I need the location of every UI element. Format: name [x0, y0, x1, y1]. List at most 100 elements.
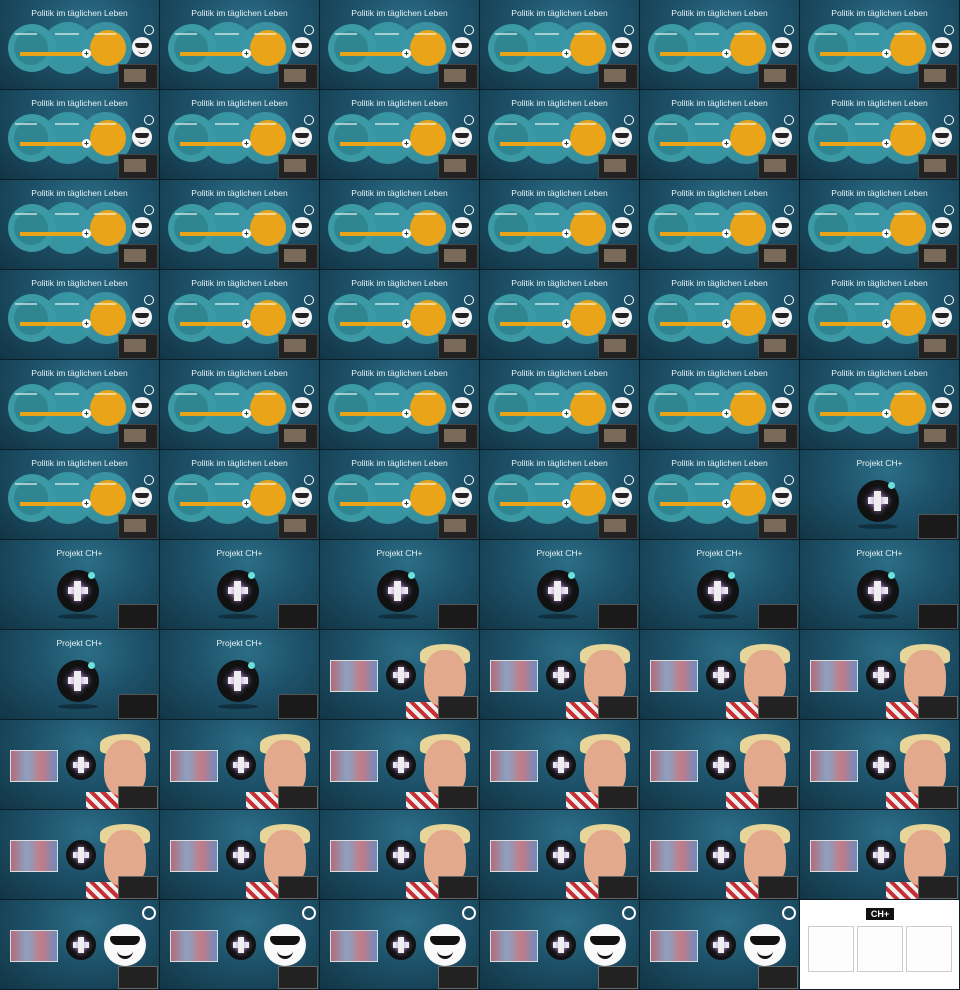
sunglasses-icon — [775, 133, 789, 138]
slide-thumbnail[interactable]: Projekt CH+ — [0, 540, 159, 629]
slide-thumbnail[interactable]: Politik im täglichen Leben+ — [320, 360, 479, 449]
venn-label-line — [414, 33, 436, 35]
slide-thumbnail[interactable]: Politik im täglichen Leben+ — [0, 180, 159, 269]
slide-thumbnail[interactable]: Politik im täglichen Leben+ — [0, 360, 159, 449]
slide-thumbnail[interactable]: Politik im täglichen Leben+ — [0, 450, 159, 539]
plus-logo-icon: + — [82, 139, 91, 148]
slide-thumbnail[interactable]: Politik im täglichen Leben+ — [160, 360, 319, 449]
speaker-video-thumbnail — [598, 966, 638, 989]
slide-thumbnail[interactable]: Politik im täglichen Leben+ — [320, 90, 479, 179]
venn-label-line — [855, 393, 879, 395]
slide-thumbnail[interactable]: Politik im täglichen Leben+ — [160, 450, 319, 539]
slide-thumbnail[interactable]: Projekt CH+ — [320, 540, 479, 629]
slide-thumbnail[interactable] — [640, 630, 799, 719]
slide-thumbnail[interactable]: Politik im täglichen Leben+ — [0, 270, 159, 359]
slide-thumbnail[interactable] — [480, 630, 639, 719]
sunglasses-icon — [135, 133, 149, 138]
slide-thumbnail[interactable]: Politik im täglichen Leben+ — [480, 0, 639, 89]
slide-thumbnail[interactable]: Politik im täglichen Leben+ — [800, 180, 959, 269]
slide-thumbnail[interactable]: Politik im täglichen Leben+ — [0, 0, 159, 89]
slide-thumbnail[interactable]: Politik im täglichen Leben+ — [800, 90, 959, 179]
slide-title: Politik im täglichen Leben — [671, 368, 768, 378]
slide-thumbnail[interactable]: Politik im täglichen Leben+ — [640, 360, 799, 449]
slide-thumbnail[interactable] — [320, 900, 479, 989]
slide-thumbnail[interactable]: Politik im täglichen Leben+ — [640, 0, 799, 89]
smile-icon — [778, 500, 786, 504]
venn-label-line — [574, 33, 596, 35]
slide-thumbnail[interactable]: Politik im täglichen Leben+ — [320, 450, 479, 539]
slide-thumbnail[interactable]: Politik im täglichen Leben+ — [640, 180, 799, 269]
speaker-video-thumbnail — [598, 424, 638, 449]
slide-thumbnail[interactable]: Politik im täglichen Leben+ — [640, 90, 799, 179]
slide-title: Projekt CH+ — [696, 548, 743, 558]
slide-thumbnail[interactable]: Politik im täglichen Leben+ — [640, 270, 799, 359]
slide-thumbnail[interactable]: Politik im täglichen Leben+ — [160, 0, 319, 89]
timeline-bar — [820, 412, 898, 416]
slide-thumbnail[interactable]: Politik im täglichen Leben+ — [160, 90, 319, 179]
news-photo — [650, 660, 698, 692]
slide-thumbnail[interactable] — [160, 720, 319, 809]
slide-thumbnail[interactable]: Politik im täglichen Leben+ — [320, 180, 479, 269]
slide-thumbnail[interactable]: Politik im täglichen Leben+ — [320, 270, 479, 359]
timeline-bar — [820, 322, 898, 326]
slide-thumbnail[interactable] — [320, 720, 479, 809]
slide-thumbnail[interactable]: Politik im täglichen Leben+ — [480, 450, 639, 539]
venn-circle-inner — [654, 391, 688, 425]
venn-label-line — [894, 393, 916, 395]
venn-label-line — [495, 483, 517, 485]
slide-thumbnail[interactable] — [480, 810, 639, 899]
slide-thumbnail[interactable] — [480, 720, 639, 809]
slide-thumbnail[interactable] — [0, 810, 159, 899]
slide-thumbnail[interactable]: Politik im täglichen Leben+ — [480, 180, 639, 269]
smile-icon — [938, 230, 946, 234]
slide-thumbnail[interactable]: Projekt CH+ — [640, 540, 799, 629]
slide-thumbnail[interactable]: Politik im täglichen Leben+ — [160, 180, 319, 269]
slide-thumbnail[interactable]: Politik im täglichen Leben+ — [0, 90, 159, 179]
slide-thumbnail[interactable] — [800, 720, 959, 809]
slide-title: Politik im täglichen Leben — [671, 98, 768, 108]
slide-thumbnail[interactable]: Projekt CH+ — [480, 540, 639, 629]
slide-thumbnail[interactable]: Projekt CH+ — [800, 540, 959, 629]
venn-circle-highlight — [250, 480, 286, 516]
slide-thumbnail[interactable] — [640, 810, 799, 899]
slide-thumbnail[interactable]: Projekt CH+ — [160, 630, 319, 719]
venn-label-line — [414, 123, 436, 125]
slide-thumbnail[interactable]: Projekt CH+ — [800, 450, 959, 539]
slide-thumbnail[interactable]: Politik im täglichen Leben+ — [800, 270, 959, 359]
step-illustration — [857, 926, 903, 972]
slide-thumbnail[interactable]: Politik im täglichen Leben+ — [480, 90, 639, 179]
slide-thumbnail[interactable]: Politik im täglichen Leben+ — [320, 0, 479, 89]
slide-thumbnail[interactable] — [640, 900, 799, 989]
venn-circle-highlight — [570, 30, 606, 66]
slide-thumbnail[interactable] — [800, 810, 959, 899]
slide-title: Politik im täglichen Leben — [511, 8, 608, 18]
plus-logo-bar — [238, 757, 244, 773]
venn-circle-highlight — [570, 120, 606, 156]
slide-thumbnail[interactable]: Politik im täglichen Leben+ — [800, 360, 959, 449]
slide-thumbnail[interactable]: Projekt CH+ — [160, 540, 319, 629]
slide-thumbnail[interactable] — [0, 720, 159, 809]
venn-circle-inner — [494, 481, 528, 515]
slide-thumbnail[interactable]: Projekt CH+ — [0, 630, 159, 719]
slide-thumbnail[interactable] — [480, 900, 639, 989]
slide-thumbnail[interactable]: Politik im täglichen Leben+ — [160, 270, 319, 359]
slide-thumbnail[interactable] — [320, 810, 479, 899]
slide-thumbnail[interactable]: Politik im täglichen Leben+ — [480, 270, 639, 359]
slide-thumbnail[interactable]: Politik im täglichen Leben+ — [480, 360, 639, 449]
sunglasses-icon — [775, 43, 789, 48]
venn-label-line — [855, 303, 879, 305]
news-photo — [10, 930, 58, 962]
slide-title: Politik im täglichen Leben — [191, 8, 288, 18]
smile-icon — [437, 950, 453, 959]
slide-thumbnail[interactable]: CH+ — [800, 900, 959, 989]
slide-thumbnail[interactable] — [160, 810, 319, 899]
slide-thumbnail[interactable] — [160, 900, 319, 989]
slide-thumbnail[interactable] — [640, 720, 799, 809]
slide-thumbnail[interactable] — [800, 630, 959, 719]
slide-thumbnail[interactable]: Politik im täglichen Leben+ — [800, 0, 959, 89]
news-photo — [10, 840, 58, 872]
slide-thumbnail[interactable] — [320, 630, 479, 719]
slide-thumbnail[interactable]: Politik im täglichen Leben+ — [640, 450, 799, 539]
slide-thumbnail[interactable] — [0, 900, 159, 989]
speaker-video-thumbnail — [118, 966, 158, 989]
